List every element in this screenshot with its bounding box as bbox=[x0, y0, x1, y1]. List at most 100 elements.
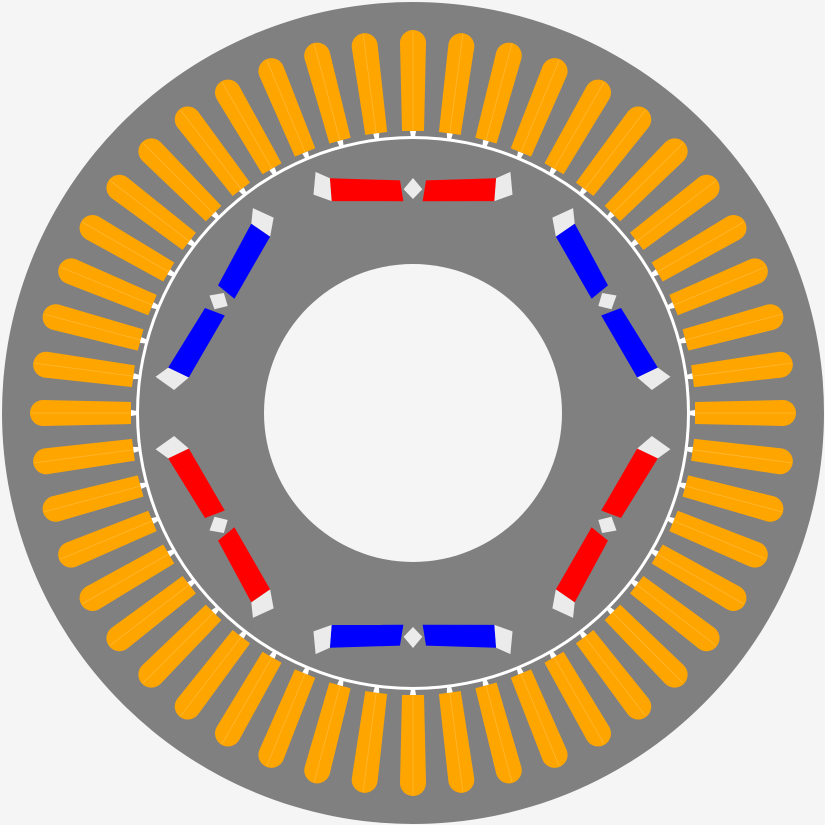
flux-barrier-end bbox=[552, 208, 575, 237]
stator-slot bbox=[351, 33, 388, 140]
slot-opening bbox=[410, 131, 416, 137]
coil-divider bbox=[673, 266, 767, 306]
flux-barrier-end bbox=[251, 589, 274, 618]
rotor-pole bbox=[552, 208, 671, 390]
coil-divider bbox=[313, 43, 341, 141]
slot-opening bbox=[373, 133, 380, 140]
flux-barrier-end bbox=[155, 367, 189, 390]
flux-barrier-center bbox=[598, 292, 617, 310]
coil-divider bbox=[485, 43, 513, 141]
slot-opening bbox=[679, 337, 687, 344]
coil-divider bbox=[692, 362, 792, 377]
coil-divider bbox=[109, 180, 190, 242]
coil-divider bbox=[221, 657, 273, 745]
slot-opening bbox=[686, 446, 693, 453]
slot-opening bbox=[337, 679, 344, 687]
stator-slot bbox=[304, 42, 351, 147]
stator-slot bbox=[351, 686, 388, 793]
permanent-magnet bbox=[168, 448, 225, 519]
flux-barrier-center bbox=[209, 516, 228, 534]
stator-slot bbox=[438, 33, 475, 140]
coil-divider bbox=[485, 685, 513, 783]
flux-barrier-end bbox=[251, 208, 274, 237]
flux-barrier-end bbox=[494, 624, 513, 655]
coil-divider bbox=[266, 59, 306, 153]
coil-divider bbox=[553, 81, 605, 169]
permanent-magnet bbox=[218, 223, 271, 299]
flux-barrier-center bbox=[403, 178, 423, 199]
coil-divider bbox=[520, 673, 560, 767]
flux-barrier-end bbox=[494, 171, 513, 202]
coil-divider bbox=[180, 109, 242, 190]
rotor-pole bbox=[155, 436, 274, 618]
flux-barrier-center bbox=[598, 516, 617, 534]
stator-slots bbox=[30, 30, 796, 796]
coil-divider bbox=[636, 584, 717, 646]
slot-opening bbox=[139, 482, 147, 489]
coil-divider bbox=[612, 142, 684, 214]
coil-divider bbox=[657, 553, 745, 605]
stator-slot bbox=[679, 475, 784, 522]
rotor-pole bbox=[155, 208, 274, 390]
stator-slot bbox=[58, 510, 159, 568]
coil-divider bbox=[520, 59, 560, 153]
slot-opening bbox=[410, 689, 416, 695]
coil-divider bbox=[43, 313, 141, 341]
stator-slot bbox=[33, 351, 140, 388]
coil-divider bbox=[553, 657, 605, 745]
stator-slot bbox=[400, 30, 426, 137]
slot-opening bbox=[686, 373, 693, 380]
permanent-magnet bbox=[555, 223, 608, 299]
coil-divider bbox=[59, 266, 153, 306]
coil-divider bbox=[673, 520, 767, 560]
permanent-magnet bbox=[422, 624, 497, 648]
flux-barrier-end bbox=[155, 436, 189, 459]
coil-divider bbox=[34, 362, 134, 377]
stator-slot bbox=[42, 475, 147, 522]
stator-slot bbox=[679, 304, 784, 351]
rotor-pole bbox=[552, 436, 671, 618]
coil-divider bbox=[685, 313, 783, 341]
rotor-magnets bbox=[155, 171, 671, 655]
coil-divider bbox=[34, 449, 134, 464]
flux-barrier-center bbox=[209, 292, 228, 310]
permanent-magnet bbox=[329, 178, 404, 202]
coil-divider bbox=[142, 612, 214, 684]
shaft-hole bbox=[264, 264, 562, 562]
slot-opening bbox=[689, 410, 695, 416]
stator-slot bbox=[30, 400, 137, 426]
coil-divider bbox=[266, 673, 306, 767]
slot-opening bbox=[131, 410, 137, 416]
slot-opening bbox=[373, 686, 380, 693]
coil-divider bbox=[692, 449, 792, 464]
coil-divider bbox=[449, 34, 464, 134]
stator-slot bbox=[33, 438, 140, 475]
rotor-pole bbox=[313, 171, 513, 202]
coil-divider bbox=[449, 692, 464, 792]
coil-divider bbox=[221, 81, 273, 169]
slot-opening bbox=[139, 337, 147, 344]
coil-divider bbox=[59, 520, 153, 560]
flux-barrier-end bbox=[313, 171, 332, 202]
flux-barrier-end bbox=[637, 367, 671, 390]
slot-opening bbox=[446, 133, 453, 140]
flux-barrier-end bbox=[552, 589, 575, 618]
coil-divider bbox=[657, 221, 745, 273]
slot-opening bbox=[133, 373, 140, 380]
stator-slot bbox=[475, 42, 522, 147]
slot-opening bbox=[482, 139, 489, 147]
permanent-magnet bbox=[329, 624, 404, 648]
coil-divider bbox=[109, 584, 190, 646]
shaft-bore bbox=[264, 264, 562, 562]
slot-opening bbox=[337, 139, 344, 147]
permanent-magnet bbox=[168, 307, 225, 378]
permanent-magnet bbox=[601, 307, 658, 378]
coil-divider bbox=[685, 485, 783, 513]
coil-divider bbox=[81, 553, 169, 605]
stator-slot bbox=[400, 689, 426, 796]
coil-divider bbox=[362, 34, 377, 134]
flux-barrier-end bbox=[637, 436, 671, 459]
coil-divider bbox=[142, 142, 214, 214]
